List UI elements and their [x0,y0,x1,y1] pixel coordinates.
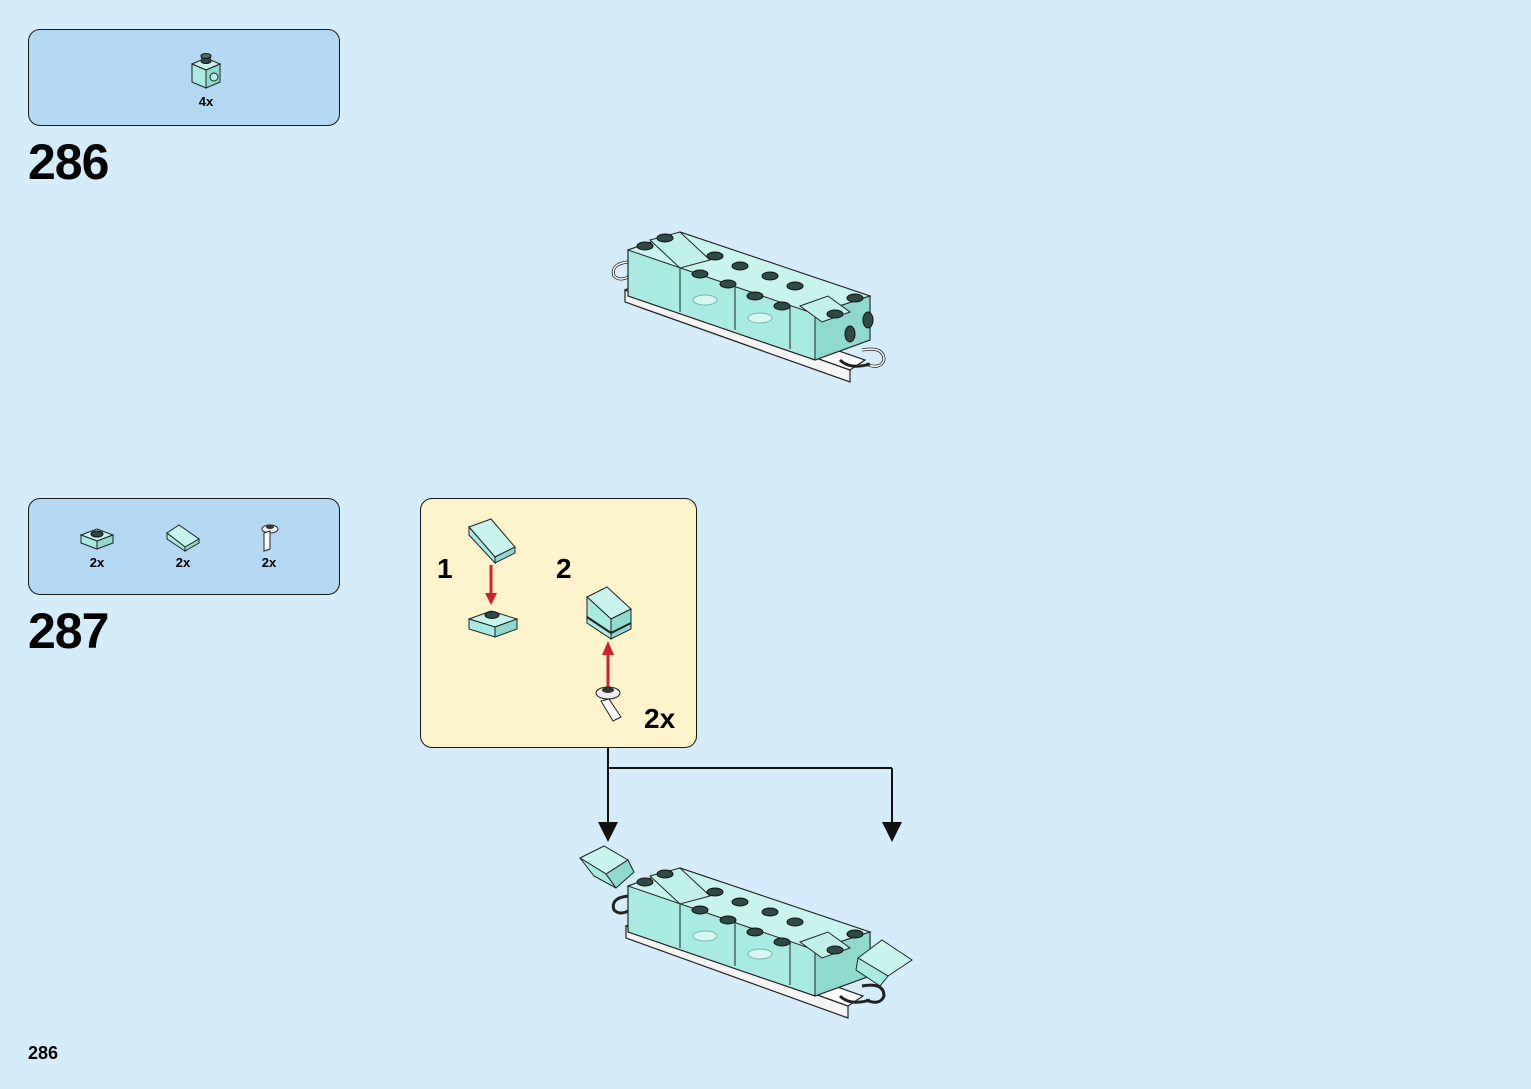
parts-list-item: 4x [176,52,236,109]
parts-list-item: 2x [239,521,299,570]
step-287-assembly-illustration [578,845,913,1019]
page-number: 286 [28,1043,59,1063]
parts-list-item: 2x [67,525,127,570]
slope-icon [166,524,200,552]
step-286-parts-box: 4x [28,29,340,126]
part-quantity: 4x [198,94,214,109]
substep-2-illustration [586,586,632,722]
bar-holder-clip-icon [261,524,279,552]
callout-connector-arrows [598,748,902,842]
substep-number-2: 2 [556,553,572,584]
substep-1-illustration [467,518,519,638]
step-286-assembly-illustration [611,231,886,383]
part-quantity: 2x [261,555,277,570]
stud-plate-icon [79,528,115,550]
step-number-286: 286 [28,134,109,190]
step-number-287: 287 [28,603,109,659]
sub-assembly-callout: 1 2 2x [420,498,697,748]
side-stud-brick-icon [190,53,222,89]
part-quantity: 2x [175,555,191,570]
callout-quantity: 2x [644,703,676,734]
parts-list-item: 2x [153,521,213,570]
part-quantity: 2x [89,555,105,570]
substep-number-1: 1 [437,553,453,584]
step-287-parts-box: 2x 2x 2x [28,498,340,595]
